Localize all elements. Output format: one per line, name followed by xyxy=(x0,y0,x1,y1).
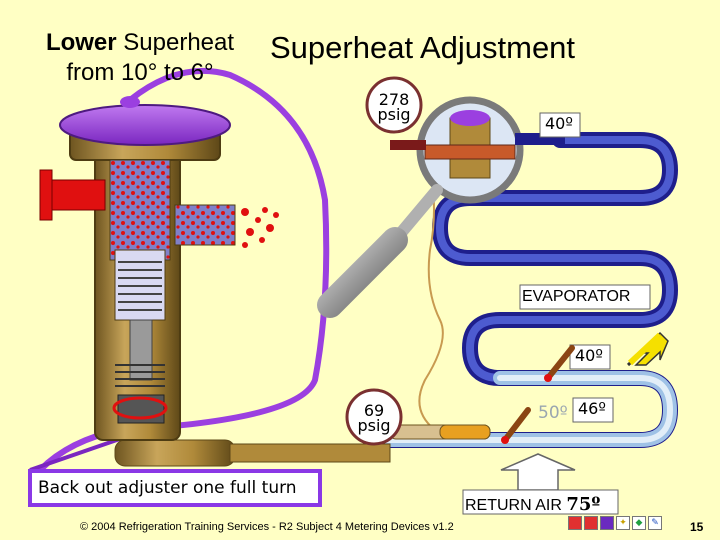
page-title: Superheat Adjustment xyxy=(270,30,575,66)
forward-icon[interactable] xyxy=(600,516,614,530)
home-icon[interactable] xyxy=(568,516,582,530)
low-pressure-readout: 69 psig xyxy=(350,403,398,433)
page-number: 15 xyxy=(690,520,703,534)
return-air-temp: 75º xyxy=(566,494,600,515)
instruction-caption: Back out adjuster one full turn xyxy=(28,469,322,507)
superheat-note-bold: Lower xyxy=(46,29,117,56)
back-icon[interactable] xyxy=(584,516,598,530)
return-air-arrow-icon xyxy=(501,454,575,490)
pen-icon[interactable]: ✎ xyxy=(648,516,662,530)
low-pressure-unit: psig xyxy=(350,418,398,433)
slide-nav: ✦ ◆ ✎ xyxy=(568,516,662,530)
superheat-note-range: from 10° to 6° xyxy=(66,59,213,86)
sensing-bulb xyxy=(390,425,490,439)
return-air-label: RETURN AIR 75º xyxy=(465,494,600,515)
spring xyxy=(118,262,162,310)
superheat-note-rest: Superheat xyxy=(117,29,234,56)
evaporator-label: EVAPORATOR xyxy=(522,288,630,306)
star-icon[interactable]: ✦ xyxy=(616,516,630,530)
bulb-temp: 40º xyxy=(545,114,573,133)
high-pressure-unit: psig xyxy=(370,107,418,122)
evaporator-temp: 40º xyxy=(575,346,603,365)
diamond-icon[interactable]: ◆ xyxy=(632,516,646,530)
copyright-footer: © 2004 Refrigeration Training Services -… xyxy=(80,521,454,533)
superheat-note: Lower Superheat from 10° to 6° xyxy=(20,28,260,88)
high-pressure-readout: 278 psig xyxy=(370,92,418,122)
return-air-text: RETURN AIR xyxy=(465,497,566,514)
outlet-temp: 46º xyxy=(578,399,606,418)
outlet-temp-faded: 50º xyxy=(538,403,568,423)
txv-valve-body xyxy=(40,96,279,440)
